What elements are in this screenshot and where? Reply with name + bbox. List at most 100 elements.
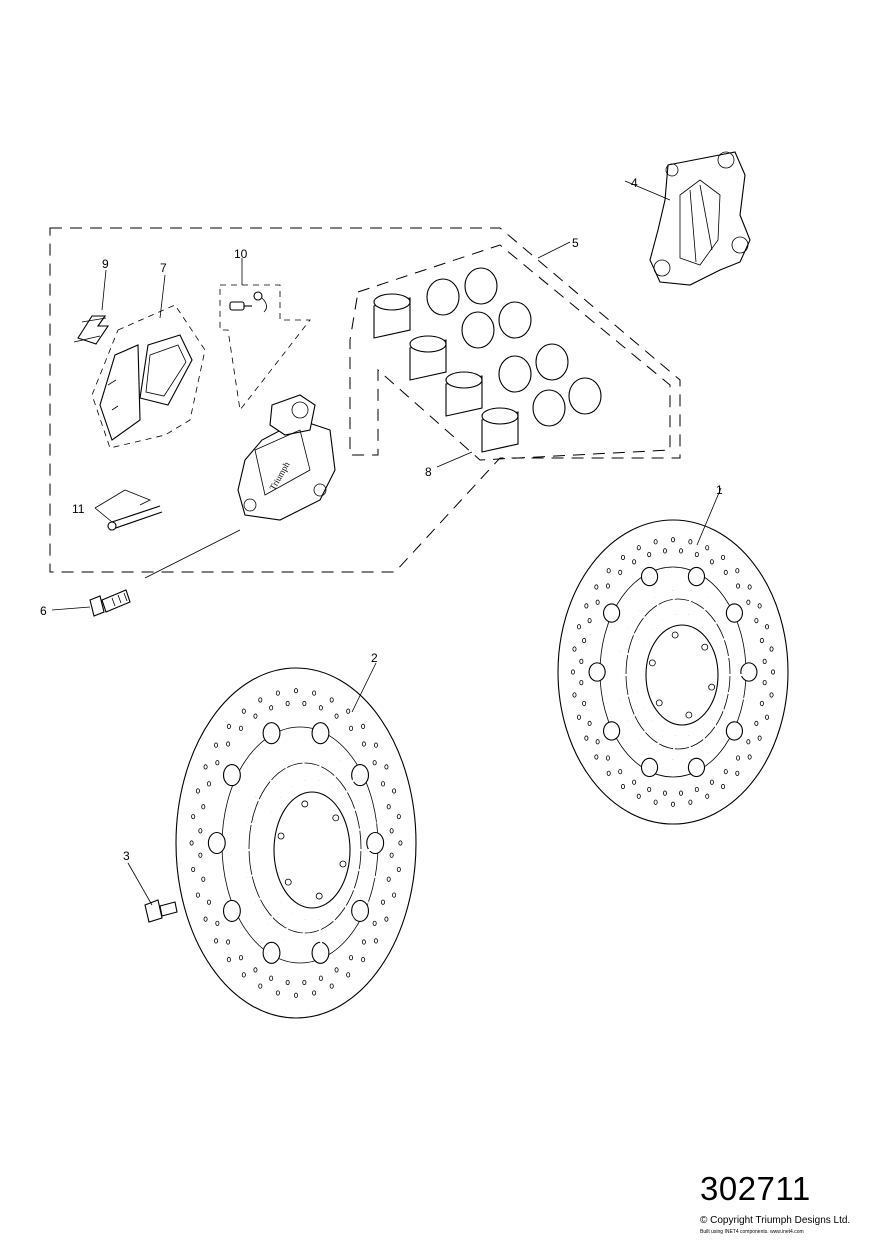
disc-slot-inner bbox=[725, 650, 745, 659]
disc-drill-hole bbox=[746, 739, 751, 745]
disc-drill-hole bbox=[226, 741, 231, 747]
disc-slot-inner bbox=[330, 913, 341, 940]
disc-slot-inner bbox=[700, 729, 710, 753]
disc-slot-inner bbox=[283, 913, 294, 940]
seal-kit-boundary-dashed bbox=[349, 244, 671, 461]
disc-drill-hole bbox=[384, 764, 389, 770]
disc-drill-hole bbox=[386, 876, 391, 882]
disc-bolt-hole bbox=[315, 892, 323, 900]
disc-drill-hole bbox=[195, 788, 200, 794]
disc-drill-hole bbox=[389, 828, 394, 834]
disc-drill-hole bbox=[723, 569, 728, 575]
disc-drill-hole bbox=[636, 545, 641, 551]
disc-drill-hole bbox=[757, 735, 762, 741]
disc-drill-hole bbox=[747, 754, 752, 760]
disc-drill-hole bbox=[349, 725, 354, 731]
pad-spring bbox=[73, 315, 110, 345]
disc-drill-hole bbox=[334, 713, 339, 719]
disc-drill-hole bbox=[346, 708, 351, 714]
disc-drill-hole bbox=[334, 967, 339, 973]
disc-carrier-button bbox=[687, 757, 706, 778]
brake-pads bbox=[99, 334, 193, 441]
disc-carrier-button bbox=[262, 722, 281, 745]
disc-bolt-hole bbox=[655, 699, 663, 707]
disc-drill-hole bbox=[269, 975, 274, 981]
disc-drill-hole bbox=[694, 786, 699, 793]
disc-drill-hole bbox=[679, 790, 684, 796]
disc-drill-hole bbox=[226, 723, 231, 729]
caliper-bolt bbox=[89, 589, 131, 617]
drawing-number: 302711 bbox=[700, 1170, 811, 1207]
disc-slot-inner bbox=[247, 868, 267, 879]
disc-slot-inner bbox=[638, 610, 653, 630]
disc-drill-hole bbox=[721, 783, 726, 790]
inet-credit: Built using INET4 components. www.inet4.… bbox=[700, 1229, 804, 1235]
disc-drill-hole bbox=[198, 828, 203, 834]
disc-drill-hole bbox=[258, 697, 263, 703]
disc-carrier-button bbox=[687, 566, 706, 587]
disc-carrier-button bbox=[222, 764, 241, 787]
disc-drill-hole bbox=[253, 713, 258, 719]
disc-slot-inner bbox=[720, 707, 737, 722]
disc-drill-hole bbox=[312, 990, 317, 996]
disc-slot-inner bbox=[301, 919, 307, 948]
disc-bolt-hole bbox=[708, 683, 716, 691]
disc-drill-hole bbox=[762, 679, 767, 686]
disc-bolt bbox=[144, 899, 178, 923]
disc-bolt-hole bbox=[332, 814, 340, 822]
disc-bolt-hole bbox=[284, 878, 292, 886]
disc-drill-hole bbox=[771, 669, 776, 675]
disc-bolt-hole bbox=[301, 800, 309, 808]
disc-drill-hole bbox=[605, 755, 610, 761]
disc-carrier-button bbox=[725, 721, 744, 741]
disc-slot-inner bbox=[671, 735, 677, 760]
disc-slot-inner bbox=[627, 628, 644, 643]
disc-carrier-button bbox=[602, 721, 621, 741]
disc-drill-hole bbox=[318, 705, 323, 711]
disc-drill-hole bbox=[735, 770, 740, 776]
disc-drill-hole bbox=[694, 551, 699, 558]
disc-drill-hole bbox=[329, 697, 334, 703]
disc-drill-hole bbox=[736, 583, 741, 589]
disc-bolt-hole bbox=[277, 832, 285, 840]
disc-drill-hole bbox=[759, 637, 764, 644]
disc-drill-hole bbox=[709, 559, 714, 565]
disc-drill-hole bbox=[653, 539, 658, 545]
disc-drill-hole bbox=[214, 742, 219, 748]
disc-drill-hole bbox=[594, 584, 599, 590]
disc-drill-hole bbox=[191, 813, 196, 820]
disc-drill-hole bbox=[253, 967, 258, 973]
disc-drill-hole bbox=[203, 764, 208, 770]
disc-slot-inner bbox=[671, 590, 677, 615]
disc-drill-hole bbox=[372, 760, 377, 766]
disc-drill-hole bbox=[318, 975, 323, 981]
disc-drill-hole bbox=[238, 725, 243, 731]
disc-slot-inner bbox=[619, 691, 639, 700]
disc-slot-inner bbox=[725, 691, 745, 700]
disc-drill-hole bbox=[736, 755, 741, 761]
disc-drill-hole bbox=[595, 739, 600, 745]
disc-drill-hole bbox=[587, 618, 592, 624]
disc-drill-hole bbox=[769, 646, 774, 652]
disc-drill-hole bbox=[329, 983, 334, 989]
disc-slot-inner bbox=[619, 650, 639, 659]
disc-drill-hole bbox=[241, 972, 246, 978]
callout-6: 6 bbox=[40, 604, 47, 618]
disc-drill-hole bbox=[302, 979, 307, 986]
disc-drill-hole bbox=[671, 537, 676, 543]
disc-drill-hole bbox=[594, 754, 599, 760]
disc-drill-hole bbox=[662, 790, 667, 796]
disc-slot-inner bbox=[247, 821, 267, 832]
disc-slot-inner bbox=[254, 796, 273, 813]
disc-drill-hole bbox=[386, 804, 391, 810]
pad-pins bbox=[107, 489, 163, 531]
disc-drill-hole bbox=[293, 992, 298, 998]
disc-drill-hole bbox=[632, 779, 637, 785]
disc-drill-hole bbox=[606, 770, 611, 776]
caliper-pistons bbox=[373, 293, 519, 453]
disc-drill-hole bbox=[396, 813, 401, 820]
disc-drill-hole bbox=[765, 624, 770, 630]
disc-drill-hole bbox=[747, 584, 752, 590]
disc-slot-inner bbox=[351, 887, 370, 904]
disc-carrier-button bbox=[366, 831, 385, 855]
